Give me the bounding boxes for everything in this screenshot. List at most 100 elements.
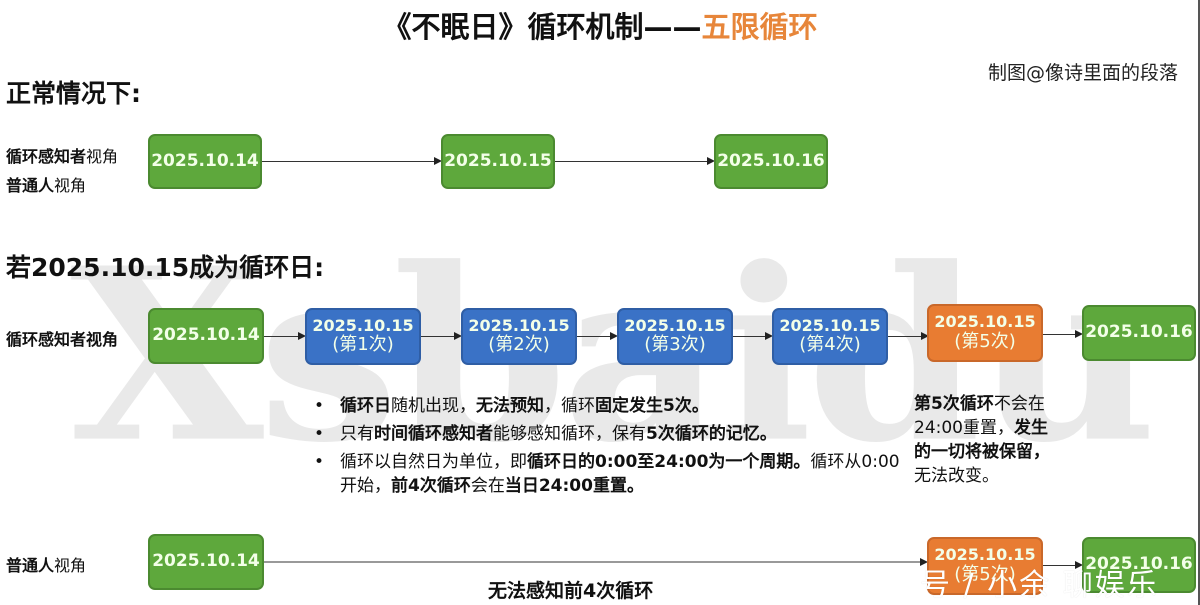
node-date: 2025.10.15 bbox=[444, 150, 552, 171]
node-date: 2025.10.15 bbox=[779, 315, 881, 335]
label-ordinary-bold: 普通人 bbox=[6, 556, 55, 575]
node-date: 2025.10.14 bbox=[151, 150, 259, 171]
arrow-head-icon bbox=[454, 332, 462, 340]
label-ordinary-perspective: 普通人视角 bbox=[6, 552, 86, 576]
arrow-line bbox=[577, 336, 610, 337]
node-normal-1016: 2025.10.16 bbox=[714, 134, 828, 189]
arrow-line bbox=[1043, 334, 1075, 335]
node-date: 2025.10.15 bbox=[624, 315, 726, 335]
rule-text: 无法预知 bbox=[476, 396, 544, 416]
label-ordinary-rest: 视角 bbox=[54, 556, 87, 575]
node-loop-1016: 2025.10.16 bbox=[1082, 305, 1196, 361]
label-aware-perspective: 循环感知者视角 bbox=[6, 143, 118, 167]
rule-item: • 循环以自然日为单位，即循环日的0:00至24:00为一个周期。循环从0:00… bbox=[312, 450, 900, 498]
rule-text: 前4次循环 bbox=[391, 476, 471, 496]
bullet-icon: • bbox=[314, 452, 325, 472]
arrow-line bbox=[733, 336, 765, 337]
node-date: 2025.10.16 bbox=[1085, 554, 1193, 575]
diagram-title: 《不眠日》循环机制——五限循环 bbox=[0, 4, 1200, 46]
node-loop-2: 2025.10.15 (第2次) bbox=[461, 308, 577, 365]
node-iteration: (第4次) bbox=[799, 334, 861, 356]
rules-list: • 循环日随机出现，无法预知，循环固定发生5次。 • 只有时间循环感知者能够感知… bbox=[312, 394, 900, 502]
label-normal-perspective: 普通人视角 bbox=[6, 172, 86, 196]
rule-text: 只有 bbox=[340, 424, 374, 444]
rule-text: 循环从0:00开始， bbox=[340, 452, 900, 496]
arrow-line bbox=[421, 336, 454, 337]
note-text: 发生 bbox=[1014, 418, 1048, 438]
rule-text: 循环日的0:00至24:00为一个周期。 bbox=[527, 452, 811, 472]
node-iteration: (第5次) bbox=[954, 330, 1016, 352]
arrow-head-icon bbox=[707, 157, 715, 165]
rule-item: • 只有时间循环感知者能够感知循环，保有5次循环的记忆。 bbox=[312, 422, 900, 446]
label-aware-perspective-loop: 循环感知者视角 bbox=[6, 330, 119, 349]
node-loop-1: 2025.10.15 (第1次) bbox=[305, 308, 421, 365]
bullet-icon: • bbox=[314, 396, 325, 416]
node-iteration: (第3次) bbox=[644, 334, 706, 356]
arrow-head-icon bbox=[434, 157, 442, 165]
note-text: 第5次循环 bbox=[914, 394, 994, 414]
arrow-head-icon bbox=[921, 332, 929, 340]
rule-text: 随机出现， bbox=[391, 396, 476, 416]
node-date: 2025.10.16 bbox=[1085, 322, 1193, 343]
arrow-head-icon bbox=[298, 332, 306, 340]
node-iteration: (第1次) bbox=[332, 334, 394, 356]
node-date: 2025.10.16 bbox=[717, 150, 825, 171]
node-date: 2025.10.15 bbox=[934, 312, 1036, 332]
label-normal-bold: 普通人 bbox=[6, 176, 55, 195]
node-date: 2025.10.14 bbox=[152, 551, 260, 572]
rule-text: 5次循环的记忆。 bbox=[646, 424, 777, 444]
section-title-loop: 若2025.10.15成为循环日: bbox=[6, 253, 325, 282]
rule-item: • 循环日随机出现，无法预知，循环固定发生5次。 bbox=[312, 394, 900, 418]
bullet-icon: • bbox=[314, 424, 325, 444]
arrow-head-icon bbox=[1075, 561, 1083, 569]
node-ordinary-1016: 2025.10.16 bbox=[1082, 537, 1196, 593]
arrow-line bbox=[1043, 565, 1075, 566]
section-title-normal: 正常情况下: bbox=[6, 79, 141, 108]
node-normal-1015: 2025.10.15 bbox=[441, 134, 555, 189]
node-iteration: (第2次) bbox=[488, 334, 550, 356]
credit-text: 制图@像诗里面的段落 bbox=[987, 62, 1178, 84]
node-date: 2025.10.15 bbox=[934, 545, 1036, 565]
title-main: 《不眠日》循环机制—— bbox=[382, 10, 702, 44]
rule-text: 循环日 bbox=[340, 396, 391, 416]
arrow-head-icon bbox=[765, 332, 773, 340]
node-date: 2025.10.15 bbox=[312, 315, 414, 335]
rule-text: 循环以自然日为单位，即 bbox=[340, 452, 527, 472]
arrow-line bbox=[888, 336, 921, 337]
node-normal-1014: 2025.10.14 bbox=[148, 134, 262, 189]
fifth-loop-note: 第5次循环不会在 24:00重置，发生 的一切将被保留， 无法改变。 bbox=[914, 392, 1050, 488]
node-iteration: (第5次) bbox=[954, 563, 1016, 585]
arrow-line bbox=[264, 561, 920, 563]
rule-text: 会在 bbox=[470, 476, 505, 496]
arrow-line bbox=[555, 161, 707, 162]
node-loop-5: 2025.10.15 (第5次) bbox=[927, 304, 1043, 362]
rule-text: 当日24:00重置。 bbox=[504, 476, 644, 496]
node-ordinary-1014: 2025.10.14 bbox=[148, 534, 264, 590]
node-date: 2025.10.15 bbox=[468, 315, 570, 335]
right-border bbox=[1198, 0, 1200, 605]
rule-text: ，循环 bbox=[544, 396, 595, 416]
node-loop-1014: 2025.10.14 bbox=[148, 308, 264, 364]
note-text: 无法改变。 bbox=[914, 466, 999, 486]
title-accent: 五限循环 bbox=[701, 10, 818, 44]
arrow-line bbox=[264, 336, 298, 337]
label-aware-rest: 视角 bbox=[86, 147, 119, 166]
overlay-watermark: 号 / 小余 聊娱乐 bbox=[920, 568, 1159, 603]
note-text: 24:00重置， bbox=[914, 418, 1014, 438]
note-text: 的一切将被保留， bbox=[914, 442, 1050, 462]
node-ordinary-5: 2025.10.15 (第5次) bbox=[927, 537, 1043, 595]
label-aware-bold: 循环感知者 bbox=[6, 147, 87, 166]
label-normal-rest: 视角 bbox=[54, 176, 87, 195]
note-text: 不会在 bbox=[993, 394, 1045, 414]
arrow-line bbox=[262, 161, 434, 162]
node-date: 2025.10.14 bbox=[152, 325, 260, 346]
node-loop-4: 2025.10.15 (第4次) bbox=[772, 308, 888, 365]
rule-text: 时间循环感知者 bbox=[374, 424, 493, 444]
arrow-head-icon bbox=[610, 332, 618, 340]
rule-text: 固定发生5次。 bbox=[595, 396, 709, 416]
node-loop-3: 2025.10.15 (第3次) bbox=[617, 308, 733, 365]
rule-text: 能够感知循环，保有 bbox=[493, 424, 646, 444]
arrow-head-icon bbox=[1075, 330, 1083, 338]
arrow-head-icon bbox=[920, 558, 928, 566]
ordinary-caption: 无法感知前4次循环 bbox=[488, 580, 654, 602]
